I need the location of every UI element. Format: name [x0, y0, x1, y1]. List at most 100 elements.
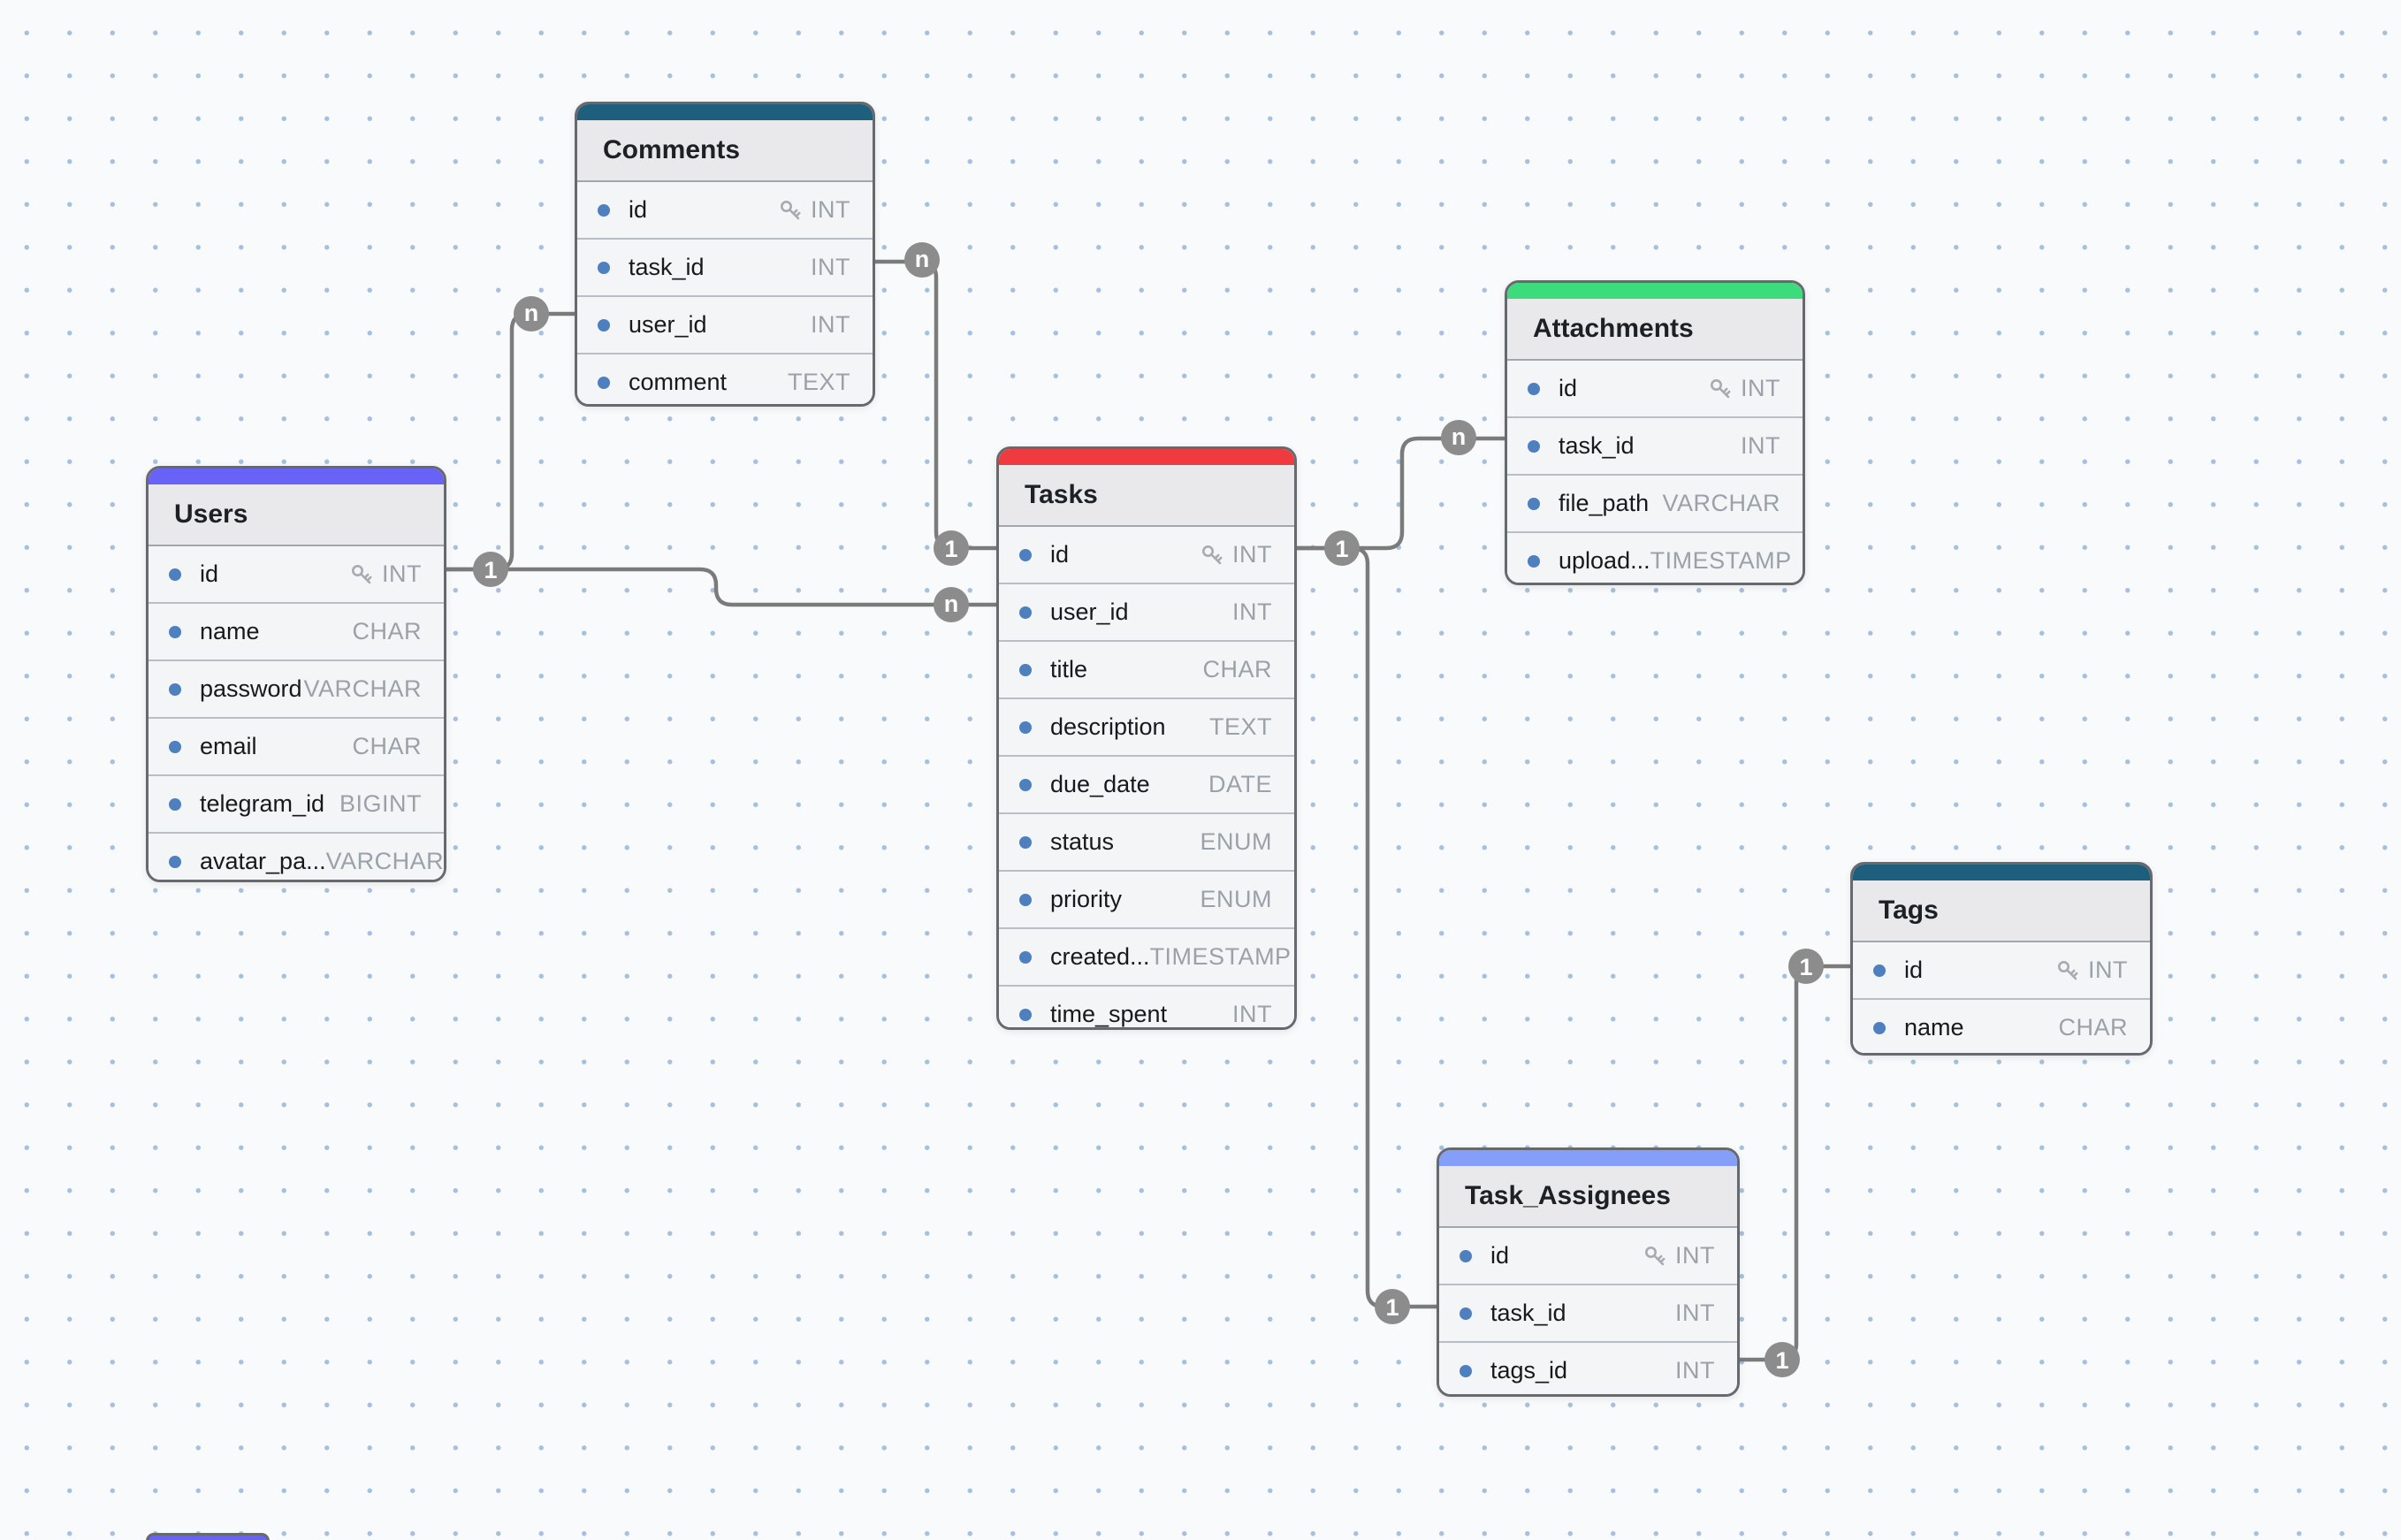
table-title: Tasks [999, 465, 1294, 527]
primary-key-icon [1645, 1246, 1665, 1265]
field-dot [169, 625, 181, 638]
cardinality-badge-tags-task_assignees-1: 1 [1788, 949, 1824, 984]
field-name: id [1490, 1242, 1510, 1269]
cardinality-badge-users-comments-1: 1 [473, 552, 508, 587]
field-type: INT [1675, 1357, 1715, 1384]
cardinality-badge-users-tasks-n: n [934, 587, 969, 622]
field-row-id[interactable]: id INT [1439, 1228, 1737, 1284]
cardinality-badge-users-comments-n: n [514, 296, 549, 332]
field-type: ENUM [1200, 828, 1272, 855]
cardinality-badge-tasks-attachments-1: 1 [1324, 530, 1360, 566]
field-dot [1019, 950, 1032, 964]
field-type: TEXT [1208, 713, 1272, 740]
field-dot [1460, 1307, 1472, 1320]
svg-text:n: n [915, 246, 930, 272]
field-type: TIMESTAMP [1650, 547, 1792, 574]
cardinality-badge-comments-tasks-n: n [904, 242, 940, 278]
field-type: INT [1741, 375, 1780, 401]
relationship-line-tags-task_assignees[interactable] [1740, 964, 1850, 1362]
field-name: telegram_id [200, 790, 325, 817]
field-row-created[interactable]: created...TIMESTAMP [999, 927, 1294, 985]
field-dot [1019, 548, 1032, 561]
field-name: title [1050, 656, 1088, 682]
table-title: Comments [577, 120, 873, 182]
relationship-line-tasks-task_assignees[interactable] [1297, 545, 1437, 1309]
partial-table-header-strip[interactable] [146, 1533, 270, 1540]
primary-key-icon [352, 564, 372, 583]
field-name: task_id [1490, 1300, 1566, 1326]
table-header-color-strip [149, 469, 444, 484]
field-row-id[interactable]: id INT [999, 527, 1294, 583]
field-dot [1019, 835, 1032, 849]
svg-text:1: 1 [1335, 536, 1348, 562]
field-row-avatar_pa[interactable]: avatar_pa...VARCHAR [149, 832, 444, 880]
field-name: id [1050, 541, 1070, 568]
field-dot [1019, 663, 1032, 676]
cardinality-badge-tasks-task_assignees-1: 1 [1375, 1289, 1410, 1324]
field-dot [169, 568, 181, 581]
field-type: CHAR [2058, 1014, 2128, 1041]
field-dot [1528, 382, 1540, 395]
field-type: TEXT [787, 369, 850, 395]
field-type: INT [2088, 957, 2128, 983]
table-header-color-strip [1439, 1150, 1737, 1166]
svg-text:n: n [524, 300, 539, 326]
field-row-telegram_id[interactable]: telegram_id BIGINT [149, 774, 444, 832]
field-dot [169, 682, 181, 696]
table-title: Task_Assignees [1439, 1166, 1737, 1228]
field-type: INT [1232, 1001, 1272, 1027]
field-type: INT [811, 311, 850, 338]
svg-text:1: 1 [484, 557, 497, 583]
field-dot [1019, 1008, 1032, 1021]
field-type: INT [1675, 1242, 1715, 1269]
relationship-line-users-tasks[interactable] [446, 567, 996, 607]
field-type: VARCHAR [303, 675, 422, 702]
relationship-line-users-comments[interactable] [446, 311, 575, 572]
field-name: password [200, 675, 302, 702]
field-type: CHAR [352, 618, 422, 644]
field-dot [598, 261, 610, 274]
relationship-line-comments-tasks[interactable] [875, 259, 996, 551]
field-type: BIGINT [339, 790, 422, 817]
field-name: task_id [1559, 432, 1635, 459]
field-name: due_date [1050, 771, 1150, 797]
table-header-color-strip [999, 449, 1294, 465]
field-type: INT [1232, 541, 1272, 568]
field-row-upload[interactable]: upload...TIMESTAMP [1507, 531, 1803, 583]
field-name: priority [1050, 886, 1123, 912]
relationship-line-tasks-attachments[interactable] [1297, 436, 1505, 551]
field-dot [1019, 893, 1032, 906]
primary-key-icon [1202, 545, 1223, 564]
field-dot [169, 855, 181, 868]
